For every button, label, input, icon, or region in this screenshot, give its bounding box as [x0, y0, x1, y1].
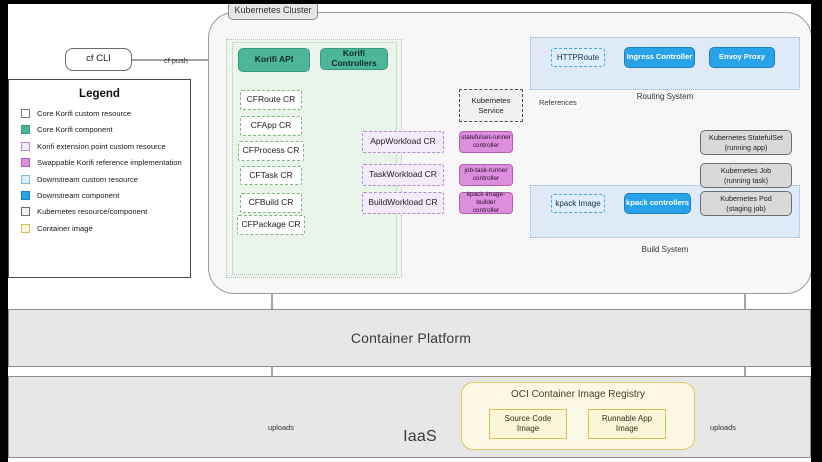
legend-item-korifi-extension-point-custom-resource: Korifi extension point custom resource [21, 141, 190, 151]
controller-line1: job-task-runner [464, 167, 508, 174]
source-code-image-node[interactable]: Source Code Image [489, 409, 567, 439]
statefulset-runner-controller-node[interactable]: statefulset-runner controller [459, 131, 513, 153]
service-line2: Service [478, 105, 504, 115]
references-edge-label: References [537, 98, 579, 107]
service-line1: Kubernetes [471, 95, 511, 105]
kubernetes-pod-node[interactable]: Kubernetes Pod (staging job) [700, 191, 792, 216]
controller-line2: controller [472, 175, 500, 182]
resource-line1: Kubernetes Job [720, 166, 772, 176]
container-platform-layer [8, 309, 811, 367]
legend-swatch [21, 190, 30, 200]
legend-swatch [21, 141, 30, 151]
legend-swatch [21, 109, 30, 118]
cftask-cr-node[interactable]: CFTask CR [240, 166, 302, 185]
frame-band-left [0, 0, 8, 462]
image-line2: Image [516, 424, 540, 433]
resource-line1: Kubernetes StatefulSet [709, 133, 783, 143]
legend-title: Legend [79, 88, 120, 100]
legend-swatch [21, 174, 30, 184]
controller-line1: kpack-image-builder [466, 191, 506, 206]
routing-system-label: Routing System [636, 92, 694, 101]
resource-line2: (running task) [724, 175, 768, 185]
legend-item-core-korifi-component: Core Korifi component [21, 125, 190, 135]
legend-item-swappable-korifi-reference-implementation: Swappable Korifi reference implementatio… [21, 158, 190, 168]
legend-label: Kubernetes resource/component [37, 207, 148, 217]
container-platform-title: Container Platform [350, 330, 472, 346]
frame-band-right [811, 0, 822, 462]
kubernetes-statefulset-node[interactable]: Kubernetes StatefulSet (running app) [700, 130, 792, 155]
cf-push-edge-label: cf push [164, 56, 188, 65]
kpack-image-node[interactable]: kpack Image [551, 194, 605, 213]
ingress-controller-node[interactable]: Ingress Controller [624, 47, 695, 68]
kpack-controllers-node[interactable]: kpack controllers [624, 193, 691, 214]
legend-item-container-image: Container image [21, 223, 190, 233]
controller-line2: controller [472, 142, 500, 149]
legend-label: Downstream custom resource [37, 174, 138, 184]
legend-swatch [21, 207, 30, 217]
legend-item-kubernetes-resource-component: Kubernetes resource/component [21, 207, 190, 217]
kpack-image-builder-controller-node[interactable]: kpack-image-builder controller [459, 191, 513, 214]
image-line1: Runnable App [601, 413, 653, 423]
uploads-left-label: uploads [268, 423, 294, 432]
legend-label: Korifi extension point custom resource [37, 141, 166, 151]
kubernetes-job-node[interactable]: Kubernetes Job (running task) [700, 163, 792, 188]
buildworkload-cr-node[interactable]: BuildWorkload CR [362, 192, 444, 214]
legend-item-downstream-custom-resource: Downstream custom resource [21, 174, 190, 184]
resource-line1: Kubernetes Pod [720, 194, 772, 204]
kubernetes-service-node[interactable]: Kubernetes Service [459, 89, 523, 122]
controller-line2: controller [472, 207, 500, 214]
httproute-node[interactable]: HTTPRoute [551, 48, 605, 67]
resource-line2: (running app) [724, 142, 768, 152]
korifi-api-node[interactable]: Korifi API [238, 48, 310, 72]
legend-item-core-korifi-custom-resource: Core Korifi custom resource [21, 109, 190, 118]
cfbuild-cr-node[interactable]: CFBuild CR [240, 193, 302, 213]
legend-swatch [21, 125, 30, 135]
job-task-runner-controller-node[interactable]: job-task-runner controller [459, 164, 513, 186]
legend-label: Swappable Korifi reference implementatio… [37, 158, 182, 168]
legend-label: Core Korifi component [37, 125, 113, 135]
image-line1: Source Code [504, 413, 552, 423]
legend-panel: Legend Core Korifi custom resource Core … [8, 79, 191, 278]
image-line2: Image [615, 424, 639, 433]
legend-item-downstream-component: Downstream component [21, 190, 190, 200]
legend-label: Downstream component [37, 190, 120, 200]
resource-line2: (staging job) [726, 203, 766, 213]
korifi-controllers-node[interactable]: Korifi Controllers [320, 48, 388, 70]
cfpackage-cr-node[interactable]: CFPackage CR [237, 215, 305, 235]
cfroute-cr-node[interactable]: CFRoute CR [240, 90, 302, 110]
legend-swatch [21, 223, 30, 233]
legend-swatch [21, 158, 30, 168]
frame-band-bottom [0, 0, 822, 4]
iaas-title: IaaS [403, 428, 437, 445]
uploads-right-label: uploads [710, 423, 736, 432]
controller-line1: statefulset-runner [461, 134, 511, 141]
appworkload-cr-node[interactable]: AppWorkload CR [362, 131, 444, 153]
cf-cli-node[interactable]: cf CLI [65, 48, 132, 71]
legend-label: Container image [37, 223, 93, 233]
runnable-app-image-node[interactable]: Runnable App Image [588, 409, 666, 439]
taskworkload-cr-node[interactable]: TaskWorkload CR [362, 164, 444, 186]
cfapp-cr-node[interactable]: CFApp CR [240, 116, 302, 136]
oci-registry-title: OCI Container Image Registry [511, 389, 645, 400]
cfprocess-cr-node[interactable]: CFProcess CR [238, 141, 304, 161]
legend-label: Core Korifi custom resource [37, 109, 132, 118]
build-system-label: Build System [641, 245, 689, 254]
envoy-proxy-node[interactable]: Envoy Proxy [709, 47, 775, 68]
